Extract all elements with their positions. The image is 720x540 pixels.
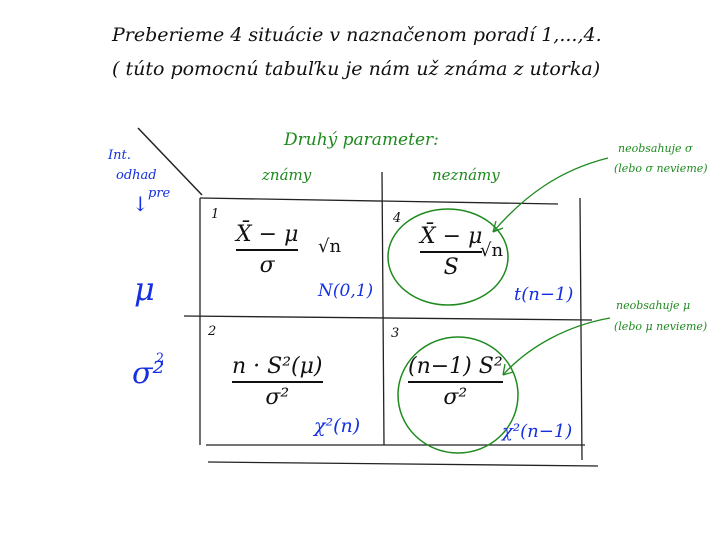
annotation-top-line-1: neobsahuje σ [618, 142, 693, 155]
corner-label-int: Int. [108, 148, 131, 163]
cell-number-4: 4 [393, 211, 402, 226]
table-center-line [381, 171, 385, 446]
cell-4-factor: √n [480, 240, 504, 261]
cell-1-numerator: X̄ − μ [236, 222, 299, 247]
annotation-top-line-2: (lebo σ nevieme) [614, 162, 708, 175]
table-top-line [199, 197, 559, 205]
cell-2-distribution: χ²(n) [314, 415, 361, 437]
table-right-line [579, 197, 583, 461]
cell-number-1: 1 [211, 207, 220, 222]
cell-4-distribution: t(n−1) [514, 284, 574, 305]
cell-number-3: 3 [391, 326, 400, 341]
cell-1-distribution: N(0,1) [318, 281, 374, 301]
arrow-bottom-annotation [502, 317, 611, 376]
cell-2-numerator: n · S²(μ) [232, 354, 323, 379]
sigma-squared-exponent: 2 [156, 351, 164, 366]
cell-4-denominator: S [443, 254, 459, 280]
table-bottom-line [207, 461, 599, 467]
column-header-unknown: neznámy [432, 166, 500, 184]
cell-3-fraction: (n−1) S² σ² [408, 354, 503, 410]
corner-label-odhad: odhad [116, 168, 157, 183]
corner-diagonal [137, 127, 203, 196]
table-middle-line [183, 315, 593, 321]
cell-1-factor: √n [318, 236, 342, 257]
circle-cell-4 [387, 208, 509, 306]
corner-label-pre: pre [148, 186, 171, 201]
column-header-known: známy [262, 166, 312, 184]
row-header-sigma2: σ² [132, 356, 165, 391]
row-header-mu: μ [134, 270, 155, 308]
corner-arrow-icon: ↓ [132, 192, 149, 216]
cell-3-denominator: σ² [443, 384, 468, 410]
cell-3-numerator: (n−1) S² [408, 354, 503, 379]
annotation-bottom-line-1: neobsahuje μ [616, 299, 691, 312]
cell-4-fraction: X̄ − μ S [420, 224, 483, 280]
header-line-1: Preberieme 4 situácie v naznačenom porad… [112, 24, 602, 46]
cell-1-denominator: σ [259, 252, 275, 278]
cell-2-denominator: σ² [265, 384, 290, 410]
arrow-top-annotation [492, 157, 609, 233]
cell-1-fraction: X̄ − μ σ [236, 222, 299, 278]
column-group-title: Druhý parameter: [284, 130, 439, 150]
cell-4-numerator: X̄ − μ [420, 224, 483, 249]
cell-number-2: 2 [208, 324, 217, 339]
header-line-2: ( túto pomocnú tabuľku je nám už známa z… [112, 58, 601, 80]
cell-3-distribution: χ²(n−1) [502, 421, 573, 442]
cell-2-fraction: n · S²(μ) σ² [232, 354, 323, 410]
annotation-bottom-line-2: (lebo μ nevieme) [614, 320, 708, 333]
circle-cell-3 [397, 336, 519, 454]
